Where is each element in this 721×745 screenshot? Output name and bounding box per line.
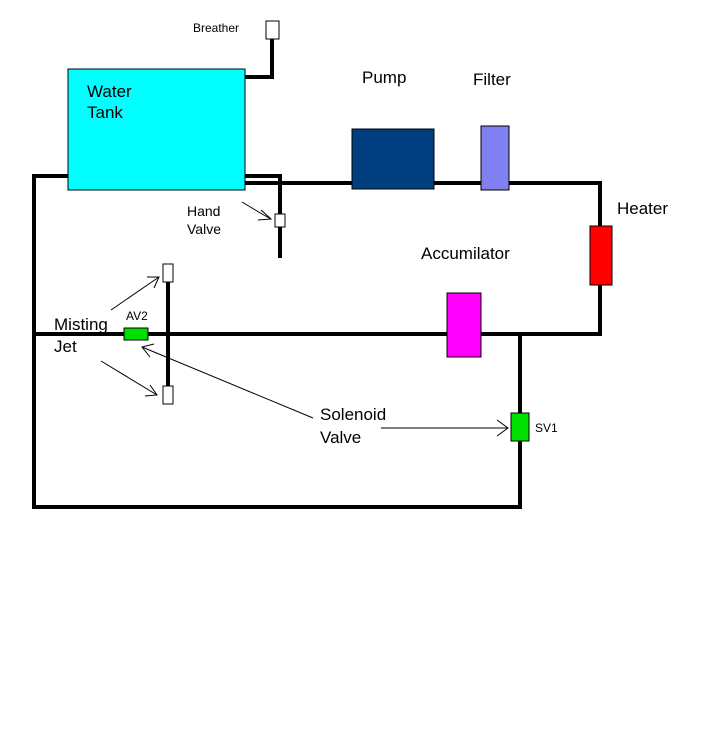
av2-valve: [123, 327, 149, 341]
av2-up-arrow: [110, 276, 160, 311]
accumulator-label: Accumilator: [421, 244, 510, 263]
hand-valve-label-line2: Valve: [187, 221, 221, 237]
pipe-network: [32, 37, 602, 509]
av2-down-arrow: [100, 360, 158, 396]
misting-jet-label-line1: Misting: [54, 315, 108, 334]
filter: [480, 125, 510, 191]
breather-pipe: [243, 37, 274, 79]
pipe-filter-to-heater: [507, 181, 602, 228]
water-tank: [67, 68, 246, 191]
av2-lower-valve: [162, 385, 174, 405]
heater: [589, 225, 613, 286]
sv1-label: SV1: [535, 421, 558, 435]
breather-label: Breather: [193, 21, 239, 35]
heater-label: Heater: [617, 199, 668, 218]
hand-valve: [274, 213, 286, 228]
solenoid-valve-sv1: [510, 412, 530, 442]
pipe-return-loop: [32, 174, 522, 509]
solenoid-valve-label-line1: Solenoid: [320, 405, 386, 424]
solenoid-to-sv1-arrowhead: [496, 419, 509, 437]
pump: [351, 128, 435, 190]
pump-label: Pump: [362, 68, 406, 87]
misting-jet-label-line2: Jet: [54, 337, 77, 356]
pipe-hand-valve-branch: [243, 174, 282, 216]
pointer-arrows: [100, 201, 509, 437]
hand-valve-arrow: [241, 201, 272, 220]
water-tank-label-line2: Tank: [87, 103, 123, 122]
filter-label: Filter: [473, 70, 511, 89]
solenoid-to-av2-arrow: [141, 346, 314, 419]
solenoid-valve-label-line2: Valve: [320, 428, 361, 447]
av2-down-arrowhead: [144, 384, 158, 397]
hand-valve-label-line1: Hand: [187, 203, 220, 219]
pipe-heater-to-accumulator: [479, 283, 602, 336]
av2-up-arrowhead: [147, 276, 160, 289]
accumulator: [446, 292, 482, 358]
av2-label: AV2: [126, 309, 148, 323]
breather-cap: [265, 20, 280, 40]
hand-valve-arrowhead: [257, 209, 273, 221]
av2-upper-valve: [162, 263, 174, 283]
water-tank-label-line1: Water: [87, 82, 132, 101]
solenoid-to-av2-arrowhead: [141, 343, 155, 358]
